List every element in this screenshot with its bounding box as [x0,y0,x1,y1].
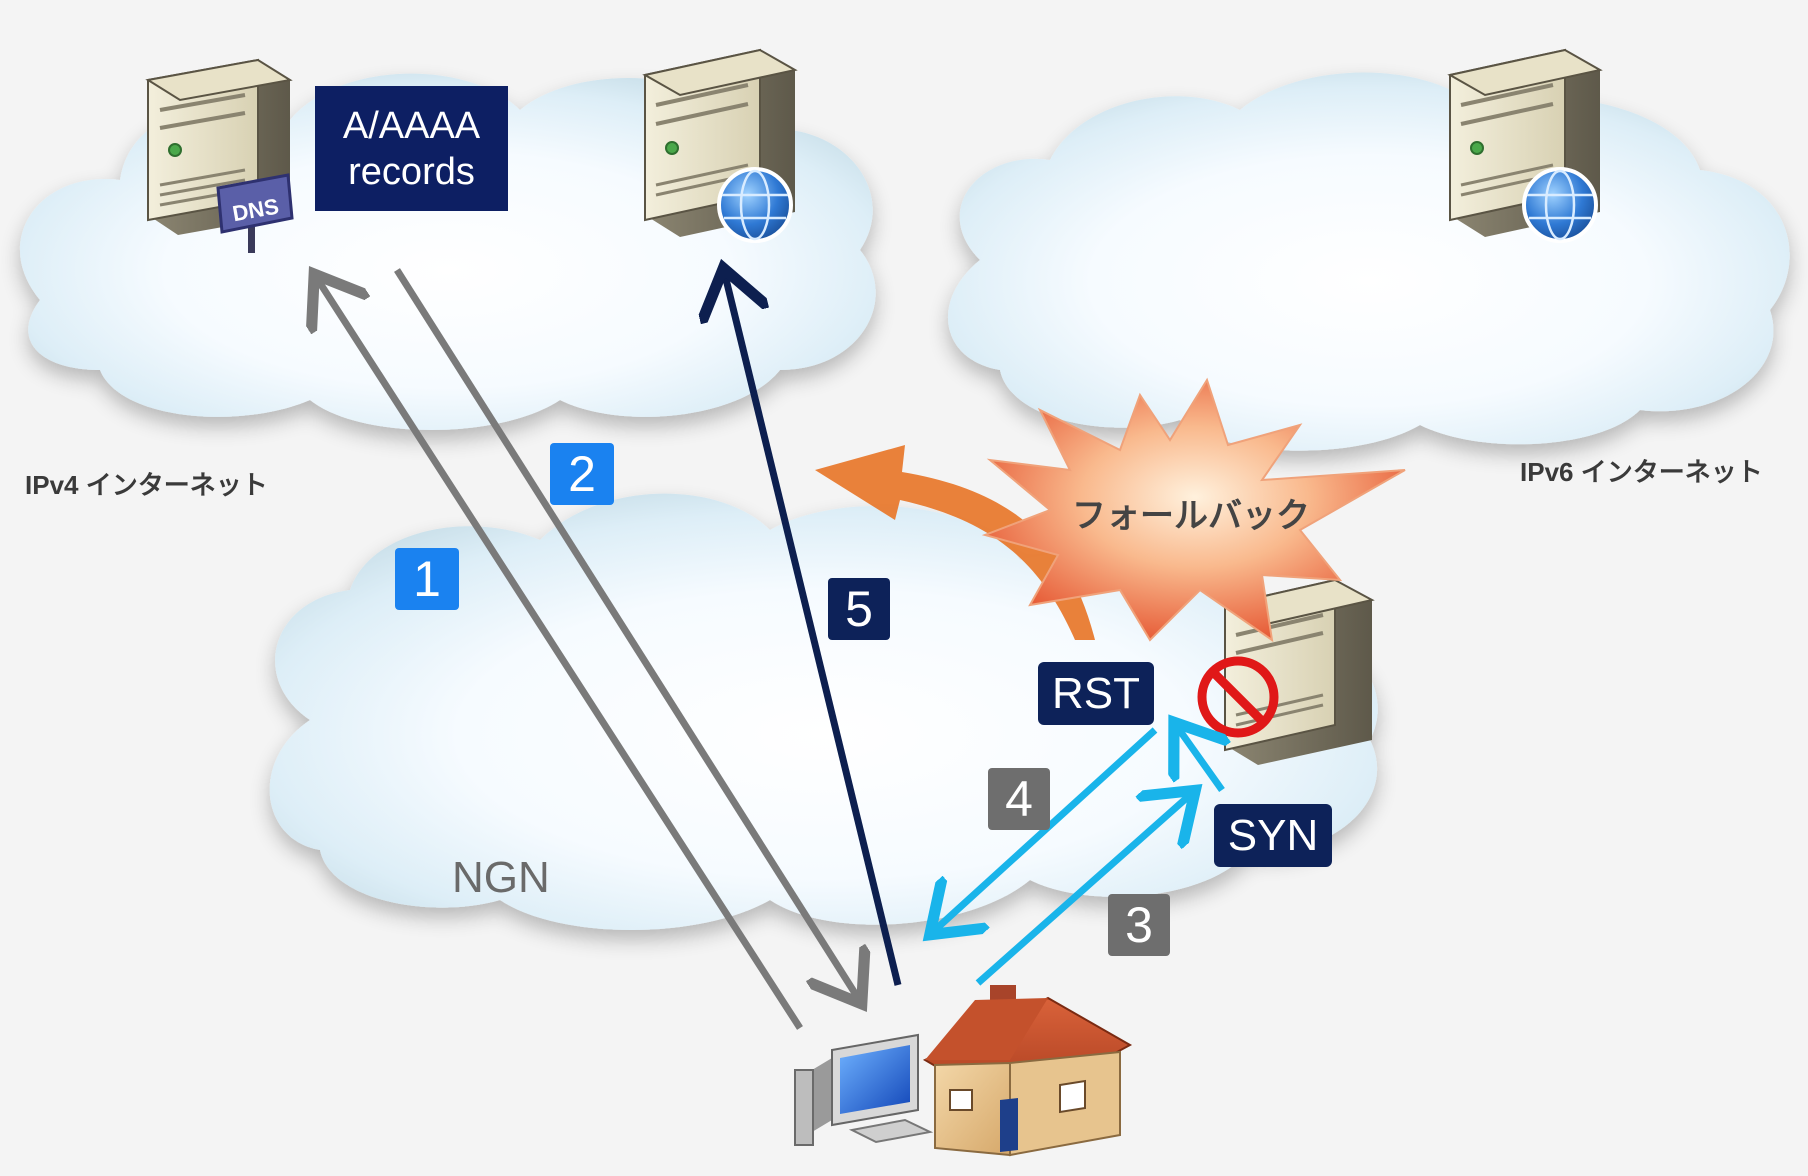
syn-approach-arrow [1178,728,1222,793]
step1-badge: 1 [395,548,459,610]
dns-sign-icon: DNS [216,173,294,253]
step3-badge: 3 [1108,894,1170,956]
step4-badge: 4 [988,768,1050,830]
ipv4-internet-label: IPv4 インターネット [25,470,268,500]
records-line1: A/AAAA [342,104,481,147]
step2-badge: 2 [550,443,614,505]
fallback-arrow [815,445,1095,640]
step5-badge: 5 [828,578,890,640]
step2-arrow [394,268,858,998]
ipv6-internet-label: IPv6 インターネット [1520,457,1763,487]
dns-records-box: A/AAAA records [315,86,508,211]
ipv6-globe-icon [1522,167,1598,243]
client-pc-icon [794,1033,934,1146]
step3-syn-arrow [975,795,1190,986]
rst-label: RST [1038,662,1154,725]
dns-server-icon [145,58,293,235]
records-line2: records [348,150,475,193]
ngn-label: NGN [452,853,550,902]
prohibited-icon [1197,656,1279,738]
fallback-label: フォールバック [1072,497,1310,535]
step5-arrow [725,275,902,986]
step4-rst-arrow [935,727,1158,930]
globe-icon [717,167,793,243]
ipv6-cloud [947,72,1790,451]
home-icon [922,985,1133,1157]
syn-label: SYN [1214,804,1332,867]
ngn-cloud [269,493,1378,930]
step1-arrow [318,280,803,1030]
fallback-burst-icon [981,377,1406,643]
